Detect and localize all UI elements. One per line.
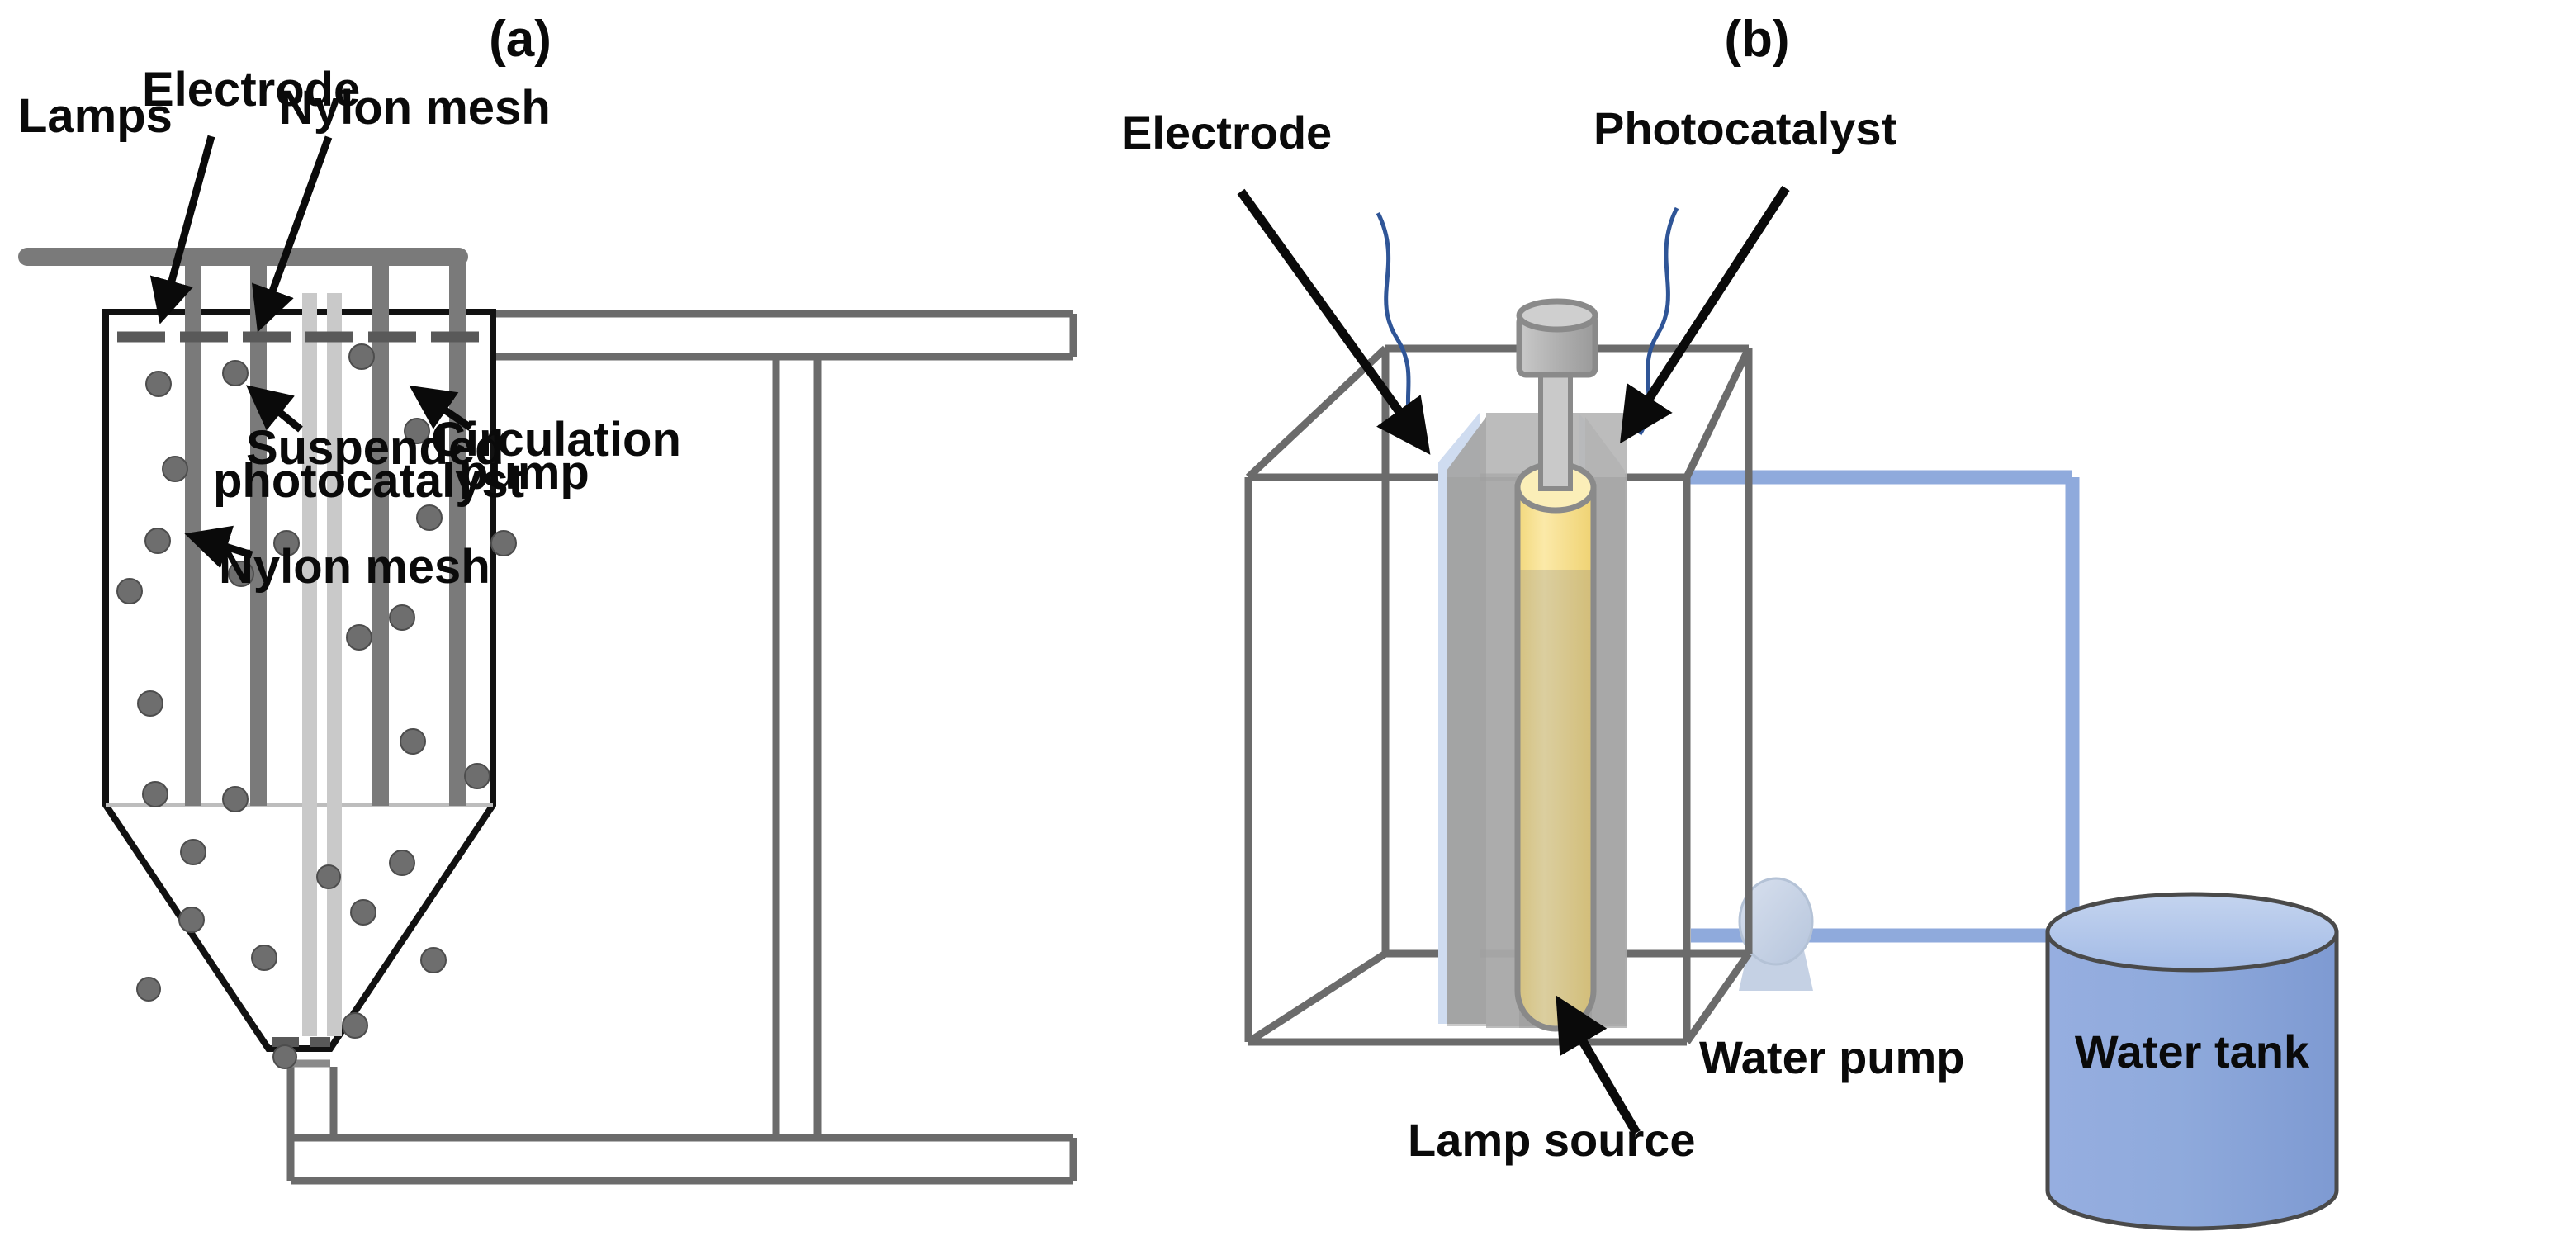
- label-water-tank: Water tank: [2075, 1025, 2310, 1077]
- panel-a-arrows: [149, 135, 473, 569]
- label-suspended-line1: Suspended: [246, 421, 504, 475]
- label-lamps: Lamps: [18, 89, 173, 143]
- label-circulation-pump-line2: pump: [459, 446, 590, 500]
- arrow-suspended: [246, 385, 303, 433]
- panel-b: Water tank Water pump: [1121, 11, 2339, 1231]
- label-photocatalyst: Photocatalyst: [1593, 102, 1896, 154]
- label-electrode-b: Electrode: [1121, 107, 1332, 159]
- arrow-circulation-pump: [409, 385, 473, 431]
- label-nylon-mesh-bottom: Nylon mesh: [219, 540, 490, 594]
- lamp-source-tube: [1514, 298, 1598, 1032]
- electrode-rods: [302, 293, 342, 1036]
- panel-b-title: (b): [1724, 11, 1789, 68]
- water-loop-piping: [1687, 470, 2080, 943]
- panel-a-title: (a): [489, 11, 552, 68]
- label-water-pump: Water pump: [1699, 1031, 1964, 1083]
- arrow-photocatalyst-b: [1620, 186, 1790, 444]
- arrow-nylon-mesh-bottom: [184, 525, 253, 569]
- water-tank: Water tank: [2045, 892, 2339, 1231]
- panel-a: (a) Lamps Electrode Nylon mesh Suspended…: [18, 11, 1077, 1185]
- arrow-lamp-source-b: [1556, 995, 1641, 1135]
- label-lamp-source: Lamp source: [1408, 1114, 1696, 1166]
- label-suspended-line2: photocatalyst: [213, 454, 524, 508]
- panel-b-arrows: [1237, 186, 1790, 1135]
- arrow-nylon-mesh-top: [252, 135, 333, 333]
- arrow-electrode-a: [149, 135, 215, 324]
- arrow-electrode-b: [1237, 188, 1431, 455]
- label-nylon-mesh-top: Nylon mesh: [279, 81, 551, 135]
- circulation-piping: [286, 310, 1077, 1185]
- label-circulation-pump-line1: Circulation: [431, 413, 681, 466]
- water-pump: Water pump: [1699, 877, 1964, 1083]
- suspended-particles: [116, 343, 517, 1069]
- label-electrode-a: Electrode: [142, 63, 360, 116]
